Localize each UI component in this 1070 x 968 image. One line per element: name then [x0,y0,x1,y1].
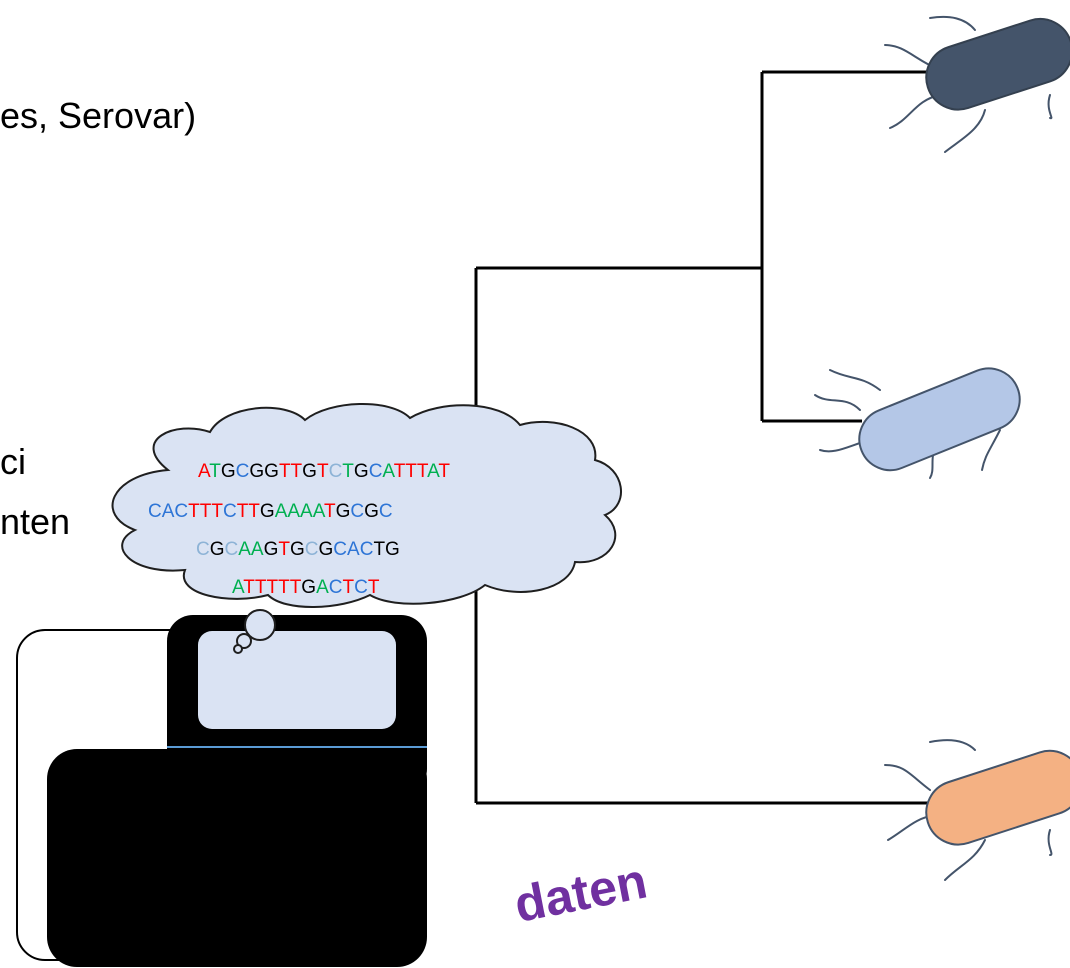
dna-base-segment: TTT [188,501,223,522]
dna-base-segment: C [368,461,383,482]
dna-base-segment: C [235,461,250,482]
dna-base-segment: T [438,461,450,482]
dna-base-segment: TTTTT [243,577,302,598]
dna-base-segment: G [259,501,275,522]
phylogenetic-tree [474,70,930,805]
dna-base-segment: AA [238,539,264,560]
fragment-text-serovar: es, Serovar) [0,95,197,136]
dna-base-segment: A [198,461,210,482]
bacterium-orange-icon [884,739,1070,881]
dna-base-segment: CA [333,539,360,560]
dna-base-segment: TG [373,539,400,560]
dna-sequence-line-3: CGCAAGTGCGCACTG [196,540,400,559]
dna-base-segment: G [220,461,236,482]
fragment-text-nten: nten [0,501,71,542]
dna-base-segment: A [382,461,394,482]
dna-base-segment: G [302,461,317,482]
thought-cloud-body [111,402,622,608]
dna-base-segment: C [328,461,343,482]
dna-base-segment: C [196,539,210,560]
dna-base-segment: CAC [148,501,189,522]
dna-base-segment: AAAA [274,501,324,522]
sequencer-base-unit [47,749,427,967]
dna-base-segment: G [318,539,334,560]
sequencer-screen [198,631,396,729]
dna-base-segment: C [222,501,237,522]
dna-base-segment: T [367,577,380,598]
dna-base-segment: G [301,577,317,598]
dna-sequence-line-1: ATGCGGTTGTCTGCATTTAT [198,462,450,481]
bacterium-dark-icon [884,15,1070,153]
dna-sequence-line-4: ATTTTTGACTCT [232,578,379,597]
dna-base-segment: TT [236,501,260,522]
dna-base-segment: A [316,577,329,598]
dna-base-segment: G [209,539,225,560]
dna-base-segment: C [359,539,374,560]
dna-base-segment: C [224,539,239,560]
dna-base-segment: G [364,501,379,522]
dna-base-segment: G [353,461,369,482]
sequencer-machine-icon [16,615,427,967]
fragment-text-ci: ci [0,441,26,482]
thought-bubble-medium [236,633,252,649]
dna-base-segment: G [290,539,305,560]
dna-base-segment: TT [278,461,303,482]
dna-base-segment: T [342,577,355,598]
bacterium-light-blue-icon [814,367,1021,479]
dna-base-segment: T [278,539,290,560]
dna-base-segment: C [304,539,319,560]
dna-base-segment: T [342,461,354,482]
dna-base-segment: G [263,539,279,560]
dna-base-segment: GG [249,461,279,482]
dna-base-segment: A [232,577,244,598]
dna-base-segment: C [378,501,393,522]
dna-base-segment: C [354,577,368,598]
dna-base-segment: A [427,461,439,482]
dna-base-segment: C [350,501,365,522]
thought-bubble-small [233,644,243,654]
dna-sequence-line-2: CACTTTCTTGAAAATGCGC [148,502,393,521]
dna-base-segment: T [323,501,336,522]
dna-base-segment: T [316,461,329,482]
dna-base-segment: T [209,461,221,482]
dna-base-segment: C [328,577,343,598]
dna-base-segment: G [335,501,351,522]
dna-base-segment: TTT [393,461,428,482]
thought-cloud-icon [111,402,622,654]
thought-bubble-large [244,609,276,641]
